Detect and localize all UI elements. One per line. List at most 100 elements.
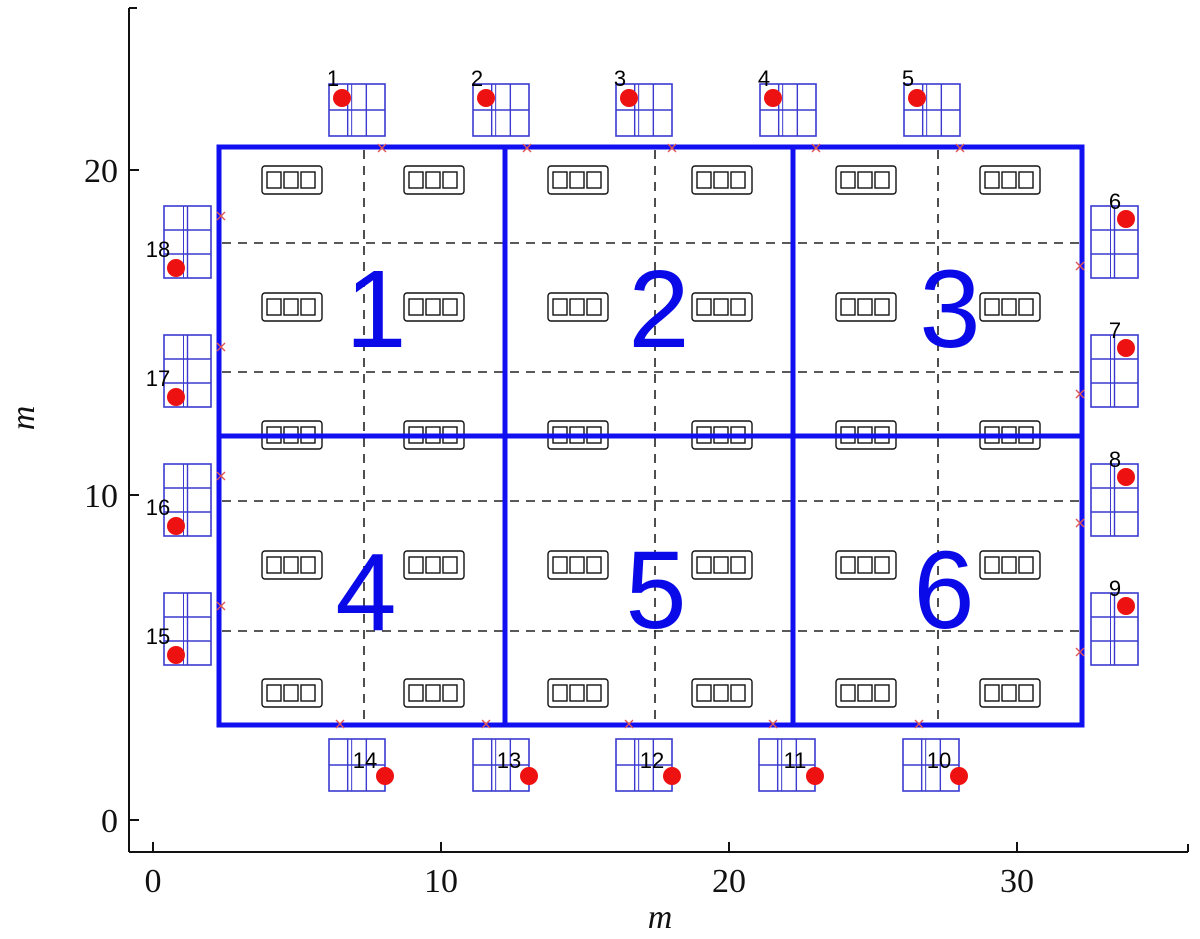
zone-labels: 1 2 3 4 5 6	[335, 248, 980, 654]
panel-number-label: 1	[327, 66, 339, 91]
border-marker	[914, 719, 924, 729]
panel-bottom-10: 10	[902, 738, 968, 792]
border-marker	[768, 719, 778, 729]
panel-number-label: 8	[1109, 447, 1121, 472]
desk	[261, 550, 323, 580]
panel-top-4: 4	[758, 66, 817, 137]
desk-layout	[261, 165, 1041, 708]
desk	[691, 165, 753, 195]
zone-label-1: 1	[345, 248, 406, 371]
zone-label-2: 2	[628, 248, 689, 371]
desk	[979, 678, 1041, 708]
desk	[547, 292, 609, 322]
panel-right-6: 6	[1090, 189, 1139, 279]
desk	[835, 165, 897, 195]
x-tick-label-30: 30	[1000, 863, 1034, 900]
y-tick-label-10: 10	[84, 478, 118, 515]
sensor-dot	[376, 767, 394, 785]
panel-right-8: 8	[1090, 447, 1139, 537]
desk	[547, 678, 609, 708]
y-axis-title: m	[5, 406, 42, 431]
y-tick-label-20: 20	[84, 153, 118, 190]
sensor-dot	[620, 89, 638, 107]
axes	[128, 7, 1189, 853]
sensor-dot	[167, 259, 185, 277]
panel-number-label: 11	[784, 748, 807, 773]
panel-right-7: 7	[1090, 318, 1139, 408]
panel-left-17: 17	[146, 334, 212, 408]
zone-borders	[216, 144, 1085, 728]
sensor-dot	[908, 89, 926, 107]
sensor-dot	[1117, 210, 1135, 228]
panel-number-label: 2	[471, 66, 483, 91]
panel-top-5: 5	[902, 66, 961, 137]
desk	[835, 292, 897, 322]
border-marker	[667, 143, 677, 153]
border-marker	[216, 342, 226, 352]
x-tick-label-10: 10	[424, 863, 458, 900]
panel-right-9: 9	[1090, 576, 1139, 666]
desk	[403, 292, 465, 322]
panel-left-16: 16	[146, 463, 212, 537]
panel-bottom-12: 12	[615, 738, 681, 792]
sensor-dot	[477, 89, 495, 107]
panel-number-label: 15	[146, 624, 170, 649]
x-tick-labels: 0 10 20 30	[145, 863, 1035, 900]
y-tick-label-0: 0	[101, 803, 118, 840]
zone-label-3: 3	[919, 248, 980, 371]
panel-number-label: 13	[497, 748, 521, 773]
sensor-dot	[1117, 339, 1135, 357]
sensor-dot	[1117, 597, 1135, 615]
desk	[835, 550, 897, 580]
border-marker	[377, 143, 387, 153]
panel-top-1: 1	[327, 66, 386, 137]
border-marker	[955, 143, 965, 153]
desk	[691, 678, 753, 708]
x-axis-title: m	[648, 899, 673, 936]
panel-top-3: 3	[614, 66, 673, 137]
border-markers	[216, 143, 1085, 729]
panel-number-label: 6	[1109, 189, 1121, 214]
desk	[835, 678, 897, 708]
panel-number-label: 17	[146, 366, 170, 391]
sensor-dot	[333, 89, 351, 107]
panel-number-label: 16	[146, 495, 170, 520]
desk	[403, 678, 465, 708]
panel-number-label: 3	[614, 66, 626, 91]
sensor-dot	[520, 767, 538, 785]
border-marker	[1075, 261, 1085, 271]
border-marker	[481, 719, 491, 729]
border-marker	[1075, 518, 1085, 528]
border-marker	[522, 143, 532, 153]
desk	[691, 550, 753, 580]
border-marker	[216, 601, 226, 611]
desk	[979, 292, 1041, 322]
desk	[691, 292, 753, 322]
panel-number-label: 4	[758, 66, 770, 91]
panel-number-label: 7	[1109, 318, 1121, 343]
panel-bottom-11: 11	[758, 738, 824, 792]
y-tick-labels: 0 10 20	[84, 153, 118, 840]
x-tick-label-20: 20	[712, 863, 746, 900]
panel-number-label: 14	[353, 748, 377, 773]
sensor-dot	[167, 388, 185, 406]
desk	[403, 165, 465, 195]
panel-number-label: 12	[640, 748, 664, 773]
panel-bottom-14: 14	[328, 738, 394, 792]
desk	[261, 678, 323, 708]
border-marker	[216, 211, 226, 221]
border-marker	[811, 143, 821, 153]
border-marker	[1075, 647, 1085, 657]
panel-left-15: 15	[146, 592, 212, 666]
border-marker	[624, 719, 634, 729]
zone-label-5: 5	[625, 529, 686, 652]
sensor-dot	[806, 767, 824, 785]
desk	[547, 550, 609, 580]
desk	[403, 550, 465, 580]
zone-label-4: 4	[335, 531, 396, 654]
desk	[547, 165, 609, 195]
zone-label-6: 6	[913, 529, 974, 652]
desk	[979, 165, 1041, 195]
desk	[261, 292, 323, 322]
